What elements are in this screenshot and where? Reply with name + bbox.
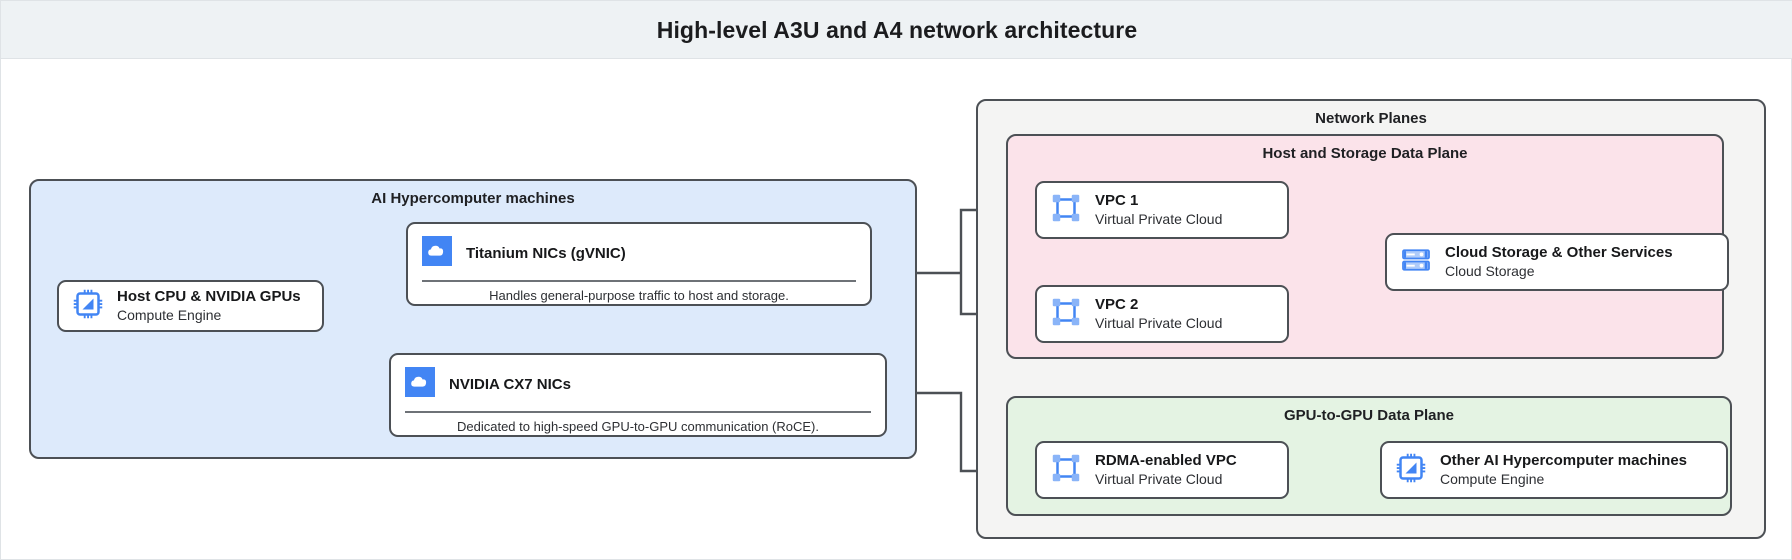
node-subtitle: Virtual Private Cloud — [1095, 211, 1223, 227]
node-title: Host CPU & NVIDIA GPUs — [117, 288, 301, 305]
panel-title-network-planes: Network Planes — [1315, 110, 1427, 127]
node-host-cpu-gpus[interactable]: Host CPU & NVIDIA GPUs Compute Engine — [57, 280, 324, 332]
node-vpc-1[interactable]: VPC 1 Virtual Private Cloud — [1035, 181, 1289, 239]
host-storage-data-plane-panel: Host and Storage Data Plane VPC 1 — [1006, 134, 1729, 359]
node-subtitle: Virtual Private Cloud — [1095, 315, 1223, 331]
ai-hypercomputer-machines-panel: AI Hypercomputer machines — [29, 179, 917, 459]
node-subtitle: Compute Engine — [1440, 471, 1545, 487]
gpu-to-gpu-data-plane-panel: GPU-to-GPU Data Plane RDMA-enabled — [1006, 396, 1732, 516]
page-title: High-level A3U and A4 network architectu… — [656, 17, 1138, 43]
node-title: VPC 1 — [1095, 192, 1139, 209]
node-subtitle: Cloud Storage — [1445, 263, 1535, 279]
card-description: Dedicated to high-speed GPU-to-GPU commu… — [457, 419, 819, 434]
node-other-ai-machines[interactable]: Other AI Hypercomputer machines Compute … — [1380, 441, 1728, 499]
node-title: Cloud Storage & Other Services — [1445, 244, 1673, 261]
panel-title-host-storage: Host and Storage Data Plane — [1262, 145, 1468, 162]
vpc-icon — [1051, 453, 1081, 488]
node-subtitle: Compute Engine — [117, 307, 222, 323]
panel-title-machines: AI Hypercomputer machines — [371, 190, 575, 207]
node-subtitle: Virtual Private Cloud — [1095, 471, 1223, 487]
title-bar: High-level A3U and A4 network architectu… — [1, 1, 1792, 59]
card-title: NVIDIA CX7 NICs — [449, 376, 571, 393]
chip-icon — [73, 289, 103, 324]
vpc-icon — [1051, 193, 1081, 228]
panel-title-gpu-plane: GPU-to-GPU Data Plane — [1283, 407, 1455, 424]
card-nvidia-cx7-nics[interactable]: NVIDIA CX7 NICs Dedicated to high-speed … — [389, 353, 887, 437]
node-title: VPC 2 — [1095, 296, 1139, 313]
card-divider — [405, 411, 871, 413]
storage-icon — [1401, 245, 1431, 280]
card-divider — [422, 280, 856, 282]
chip-icon — [1396, 453, 1426, 488]
cloud-icon — [422, 236, 452, 271]
node-rdma-vpc[interactable]: RDMA-enabled VPC Virtual Private Cloud — [1035, 441, 1289, 499]
card-titanium-nics[interactable]: Titanium NICs (gVNIC) Handles general-pu… — [406, 222, 872, 306]
card-title: Titanium NICs (gVNIC) — [466, 245, 626, 262]
card-description: Handles general-purpose traffic to host … — [489, 288, 789, 303]
network-planes-panel: Network Planes Host and Storage Data Pla… — [976, 99, 1766, 539]
node-title: RDMA-enabled VPC — [1095, 452, 1237, 469]
vpc-icon — [1051, 297, 1081, 332]
node-title: Other AI Hypercomputer machines — [1440, 452, 1688, 469]
node-cloud-storage[interactable]: Cloud Storage & Other Services Cloud Sto… — [1385, 233, 1729, 291]
node-vpc-2[interactable]: VPC 2 Virtual Private Cloud — [1035, 285, 1289, 343]
cloud-icon — [405, 367, 435, 402]
